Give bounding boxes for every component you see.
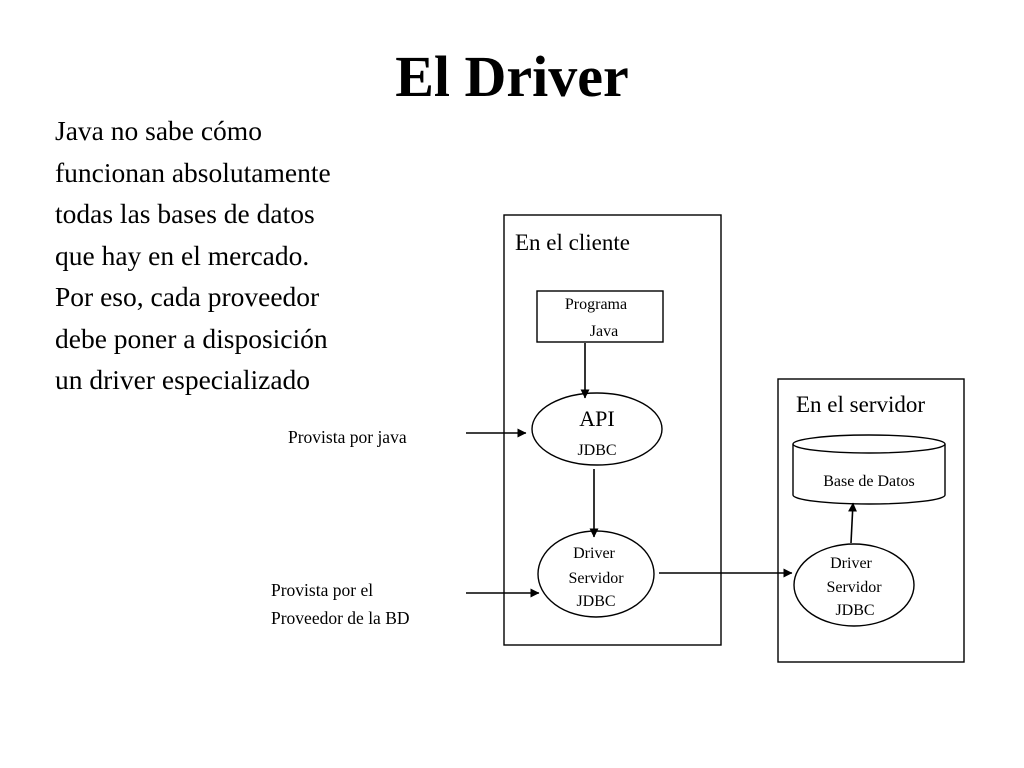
server-driver-line: Servidor	[826, 579, 882, 596]
api-jdbc-node: API JDBC	[531, 392, 663, 466]
server-region: En el servidor Base de Datos Driver Serv…	[777, 378, 965, 663]
server-driver-line: Driver	[830, 555, 872, 572]
driver-provider-note: Provista por el	[271, 580, 373, 600]
program-java-line: Java	[590, 323, 618, 340]
intro-paragraph: Java no sabe cómo funcionan absolutament…	[55, 110, 425, 401]
client-region-label: En el cliente	[515, 230, 630, 255]
server-driver-line: JDBC	[835, 602, 874, 619]
database-body	[792, 444, 946, 505]
client-region: En el cliente Programa Java API JDBC Dri…	[503, 214, 722, 646]
database-label: Base de Datos	[823, 473, 915, 490]
intro-line: Por eso, cada proveedor	[55, 281, 320, 312]
server-driver-ellipse	[793, 543, 915, 627]
intro-line: un driver especializado	[55, 364, 311, 395]
program-java-line: Programa	[565, 296, 627, 313]
intro-line: debe poner a disposición	[55, 322, 328, 354]
program-java-box: Programa Java	[536, 290, 664, 343]
server-region-label: En el servidor	[796, 392, 925, 417]
client-driver-line: Driver	[573, 545, 615, 562]
api-label: API	[579, 406, 614, 431]
slide-title: El Driver	[395, 44, 629, 109]
driver-to-database-arrow	[848, 502, 858, 544]
jdbc-label: JDBC	[577, 442, 616, 459]
client-region-frame	[503, 214, 722, 646]
intro-line: Java no sabe cómo	[55, 115, 262, 146]
api-jdbc-ellipse	[531, 392, 663, 466]
server-driver-node: Driver Servidor JDBC	[793, 543, 915, 627]
intro-line: que hay en el mercado.	[55, 239, 310, 271]
client-driver-line: JDBC	[576, 593, 615, 610]
program-java-frame	[536, 290, 664, 343]
api-provider-note: Provista por java	[288, 427, 407, 447]
server-region-frame	[777, 378, 965, 663]
client-driver-line: Servidor	[568, 570, 624, 587]
intro-line: funcionan absolutamente	[55, 156, 331, 188]
database-top	[792, 434, 946, 454]
client-driver-node: Driver Servidor JDBC	[537, 530, 655, 618]
driver-provider-note: Proveedor de la BD	[271, 608, 410, 628]
database-cylinder: Base de Datos	[792, 434, 946, 505]
intro-line: todas las bases de datos	[55, 198, 315, 229]
